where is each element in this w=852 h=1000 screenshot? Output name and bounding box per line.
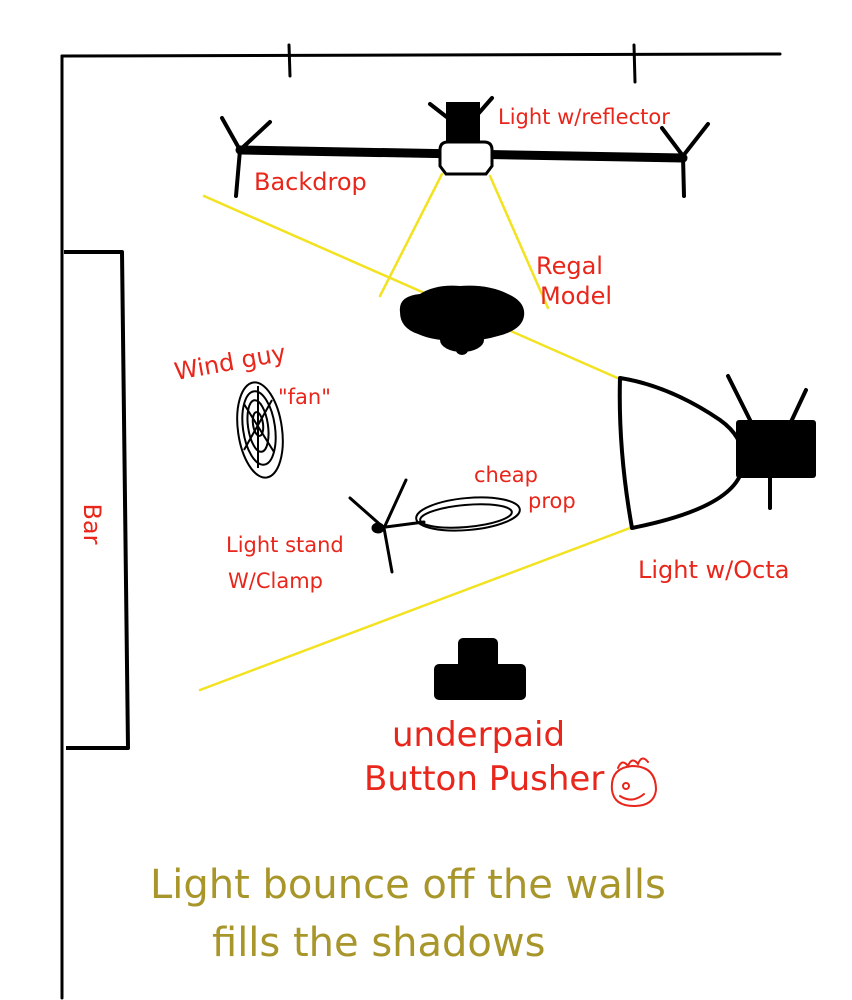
- label-light-octa: Light w/Octa: [638, 556, 789, 584]
- octa-light-head: [736, 420, 816, 478]
- label-w-clamp: W/Clamp: [228, 569, 323, 593]
- note-line-2: fills the shadows: [212, 920, 545, 966]
- fan-cage-outer: [236, 381, 284, 479]
- label-underpaid: underpaid: [392, 715, 565, 755]
- label-wind-guy: Wind guy: [172, 339, 288, 386]
- backdrop-right-stand: [660, 122, 710, 198]
- reflector-beam-right: [488, 174, 550, 310]
- light-stand-with-clamp: [348, 478, 426, 574]
- bar-counter: [64, 250, 130, 750]
- smiley-mouth: [619, 793, 645, 801]
- wall-tick-right: [632, 43, 637, 84]
- reflector-head: [446, 102, 480, 142]
- fan-hub: [251, 411, 265, 437]
- label-prop: prop: [528, 489, 576, 513]
- photographer-body: [434, 664, 526, 700]
- octa-softbox: [617, 376, 745, 530]
- red-labels: Light w/reflector Backdrop Regal Model W…: [78, 105, 789, 799]
- regal-model-figure: [399, 285, 525, 355]
- fan-cage-mid: [241, 390, 277, 466]
- label-cheap: cheap: [474, 463, 538, 487]
- smiley-doodle: [610, 757, 658, 808]
- model-feet: [456, 345, 468, 355]
- reflector-beam-left: [378, 172, 444, 298]
- reflector-stand-legs: [428, 96, 494, 120]
- label-backdrop: Backdrop: [254, 168, 367, 196]
- label-model: Model: [540, 282, 612, 310]
- octa-beam-top: [202, 194, 624, 382]
- octa-stand-legs: [726, 374, 808, 510]
- label-regal: Regal: [536, 252, 603, 280]
- fan: [236, 381, 284, 479]
- wall-tick-left: [287, 43, 292, 78]
- backdrop-left-stand: [220, 116, 272, 198]
- label-fan: "fan": [278, 385, 331, 409]
- light-beams: [198, 172, 632, 692]
- octa-beam-bottom: [198, 526, 632, 692]
- room-walls: [60, 43, 782, 1000]
- smiley-curls: [617, 757, 649, 769]
- top-wall: [60, 52, 782, 58]
- label-button-pusher: Button Pusher: [364, 759, 604, 799]
- smiley-face-outline: [610, 764, 658, 808]
- prop-ring-outer: [415, 496, 521, 532]
- fan-cage-inner: [246, 399, 270, 453]
- button-pusher-figure: [434, 638, 526, 700]
- model-body: [399, 285, 525, 341]
- clamp-arm: [376, 520, 426, 530]
- prop-ring-inner: [419, 503, 513, 529]
- label-bar: Bar: [78, 503, 106, 544]
- note-line-1: Light bounce off the walls: [150, 862, 666, 908]
- light-with-octa: [617, 374, 816, 530]
- clamp-knob: [371, 522, 385, 534]
- bottom-note: Light bounce off the walls fills the sha…: [150, 862, 666, 966]
- smiley-eye: [622, 782, 630, 790]
- light-with-reflector: [428, 96, 494, 176]
- cheap-prop: [415, 496, 521, 532]
- fan-blades: [243, 386, 275, 468]
- label-light-reflector: Light w/reflector: [498, 105, 670, 129]
- reflector-dish: [438, 140, 494, 176]
- model-head: [440, 328, 484, 352]
- label-light-stand: Light stand: [226, 533, 344, 557]
